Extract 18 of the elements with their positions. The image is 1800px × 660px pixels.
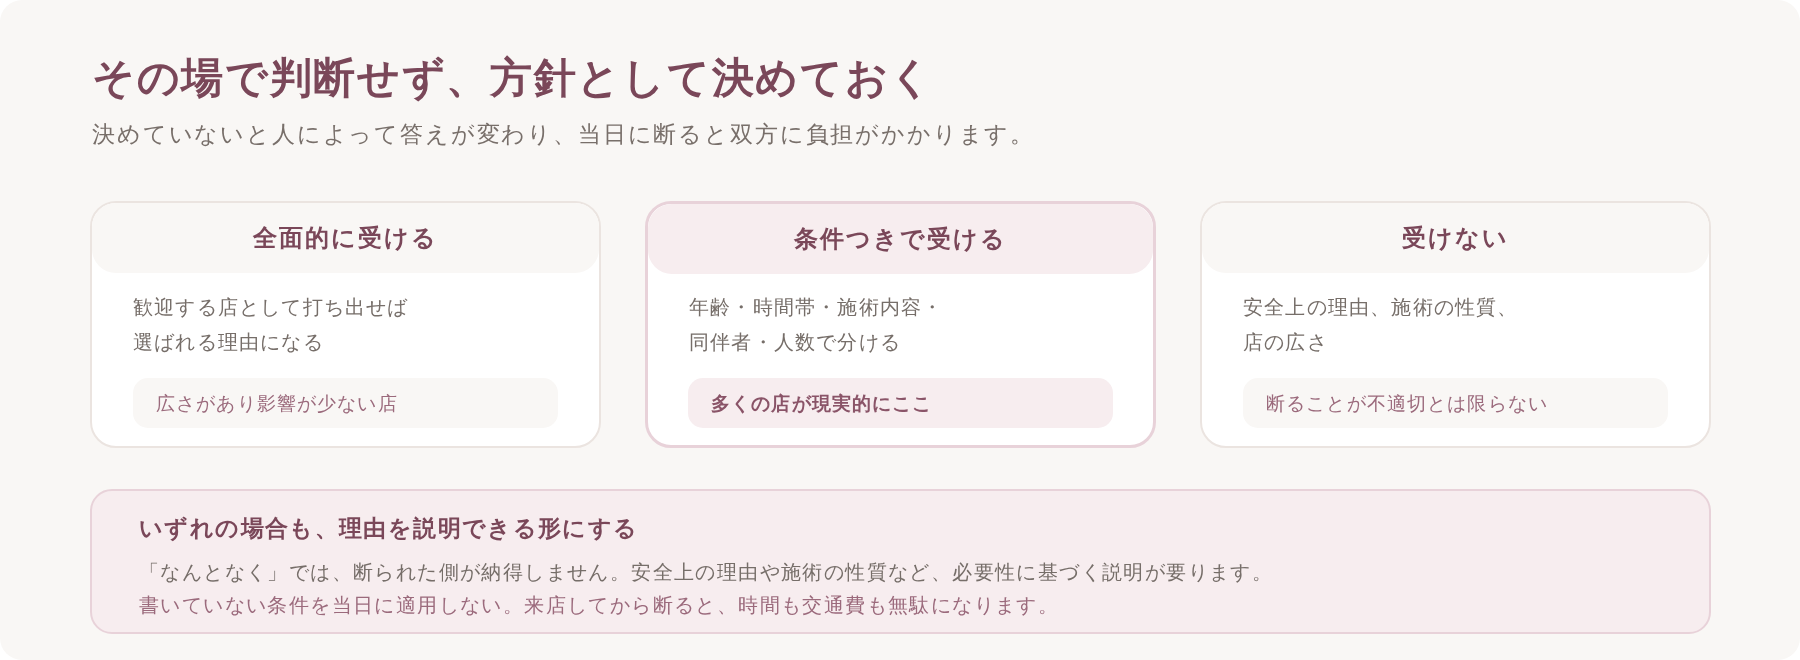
card-heading: 条件つきで受ける xyxy=(794,224,1007,255)
panel-text: 書いていない条件を当日に適用しない。来店してから断ると、時間も交通費も無駄になります。 xyxy=(139,592,1060,619)
card-text: 年齢・時間帯・施術内容・同伴者・人数で分ける xyxy=(689,294,945,356)
option-card xyxy=(645,201,1156,448)
option-card xyxy=(90,201,601,448)
option-card xyxy=(1200,201,1711,448)
panel-text: 「なんとなく」では、断られた側が納得しません。安全上の理由や施術の性質など、必要性に基づく説明が要ります。 xyxy=(139,559,1274,586)
summary-panel xyxy=(90,489,1711,634)
note-text: 多くの店が現実的にここ xyxy=(711,391,933,416)
note-text: 断ることが不適切とは限らない xyxy=(1266,391,1548,416)
card-text: 歓迎する店として打ち出せば選ばれる理由になる xyxy=(133,294,410,356)
title: その場で判断せず、方針として決めておく xyxy=(92,52,934,104)
note-text: 広さがあり影響が少ない店 xyxy=(156,391,398,416)
card-heading: 受けない xyxy=(1402,223,1509,254)
card-heading: 全面的に受ける xyxy=(253,223,438,254)
subtitle: 決めていないと人によって答えが変わり、当日に断ると双方に負担がかかります。 xyxy=(92,120,1036,149)
card-text: 安全上の理由、施術の性質、店の広さ xyxy=(1243,294,1520,356)
panel-heading: いずれの場合も、理由を説明できる形にする xyxy=(139,514,639,543)
